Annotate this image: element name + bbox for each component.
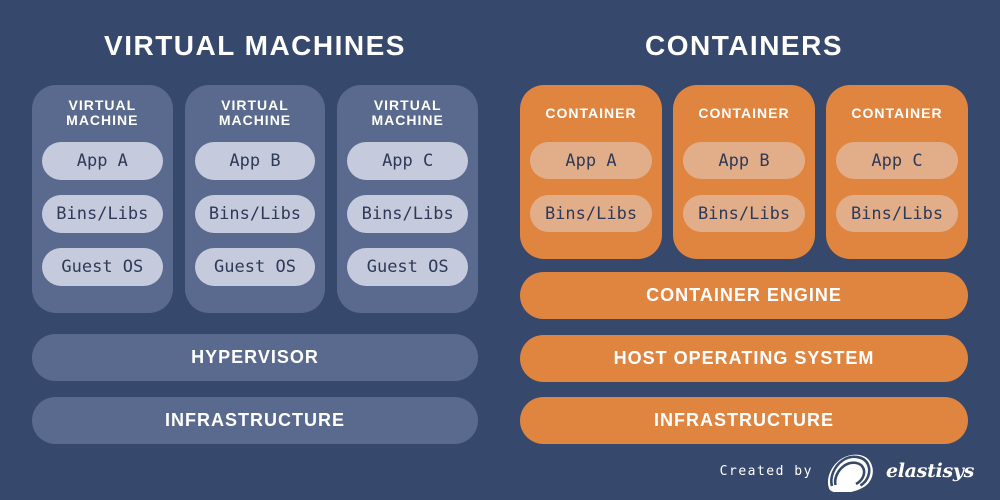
vm-app-pill: App C: [347, 142, 468, 180]
container-binslibs-pill: Bins/Libs: [683, 195, 805, 232]
vm-guestos-pill: Guest OS: [42, 248, 163, 286]
container-app-pill: App C: [836, 142, 958, 179]
created-by-label: Created by: [719, 463, 813, 479]
elastisys-brand-wordmark: elastisys: [885, 460, 974, 482]
container-card-3: CONTAINER App C Bins/Libs: [826, 85, 968, 259]
footer-branding: Created by elastisys: [720, 450, 974, 492]
vm-card-header: VIRTUAL MACHINE: [218, 97, 292, 128]
vm-app-pill: App B: [194, 142, 316, 180]
vm-binslibs-pill: Bins/Libs: [42, 195, 163, 233]
container-engine-bar: CONTAINER ENGINE: [520, 272, 968, 319]
hypervisor-bar: HYPERVISOR: [32, 334, 478, 381]
vm-card-1: VIRTUAL MACHINE App A Bins/Libs Guest OS: [32, 85, 173, 313]
container-card-2: CONTAINER App B Bins/Libs: [673, 85, 815, 259]
container-cards-group: CONTAINER App A Bins/Libs CONTAINER App …: [520, 85, 968, 259]
container-card-header: CONTAINER: [545, 105, 637, 121]
container-binslibs-pill: Bins/Libs: [836, 195, 958, 232]
vm-guestos-pill: Guest OS: [194, 248, 316, 286]
vm-binslibs-pill: Bins/Libs: [347, 195, 468, 233]
vm-app-pill: App A: [42, 142, 163, 180]
container-card-1: CONTAINER App A Bins/Libs: [520, 85, 662, 259]
container-card-header: CONTAINER: [851, 105, 943, 121]
vm-card-3: VIRTUAL MACHINE App C Bins/Libs Guest OS: [337, 85, 478, 313]
container-app-pill: App B: [683, 142, 805, 179]
elastisys-mussel-icon: [827, 454, 873, 492]
vm-cards-group: VIRTUAL MACHINE App A Bins/Libs Guest OS…: [32, 85, 478, 313]
container-infrastructure-bar: INFRASTRUCTURE: [520, 397, 968, 444]
virtual-machines-title: VIRTUAL MACHINES: [104, 30, 406, 61]
container-binslibs-pill: Bins/Libs: [530, 195, 652, 232]
host-operating-system-bar: HOST OPERATING SYSTEM: [520, 335, 968, 382]
container-app-pill: App A: [530, 142, 652, 179]
container-card-header: CONTAINER: [698, 105, 790, 121]
vm-card-2: VIRTUAL MACHINE App B Bins/Libs Guest OS: [184, 85, 326, 313]
vm-card-header: VIRTUAL MACHINE: [66, 97, 139, 128]
containers-title: CONTAINERS: [644, 30, 844, 61]
vm-infrastructure-bar: INFRASTRUCTURE: [32, 397, 478, 444]
vm-card-header: VIRTUAL MACHINE: [371, 97, 444, 128]
vm-guestos-pill: Guest OS: [347, 248, 468, 286]
vm-binslibs-pill: Bins/Libs: [194, 195, 316, 233]
